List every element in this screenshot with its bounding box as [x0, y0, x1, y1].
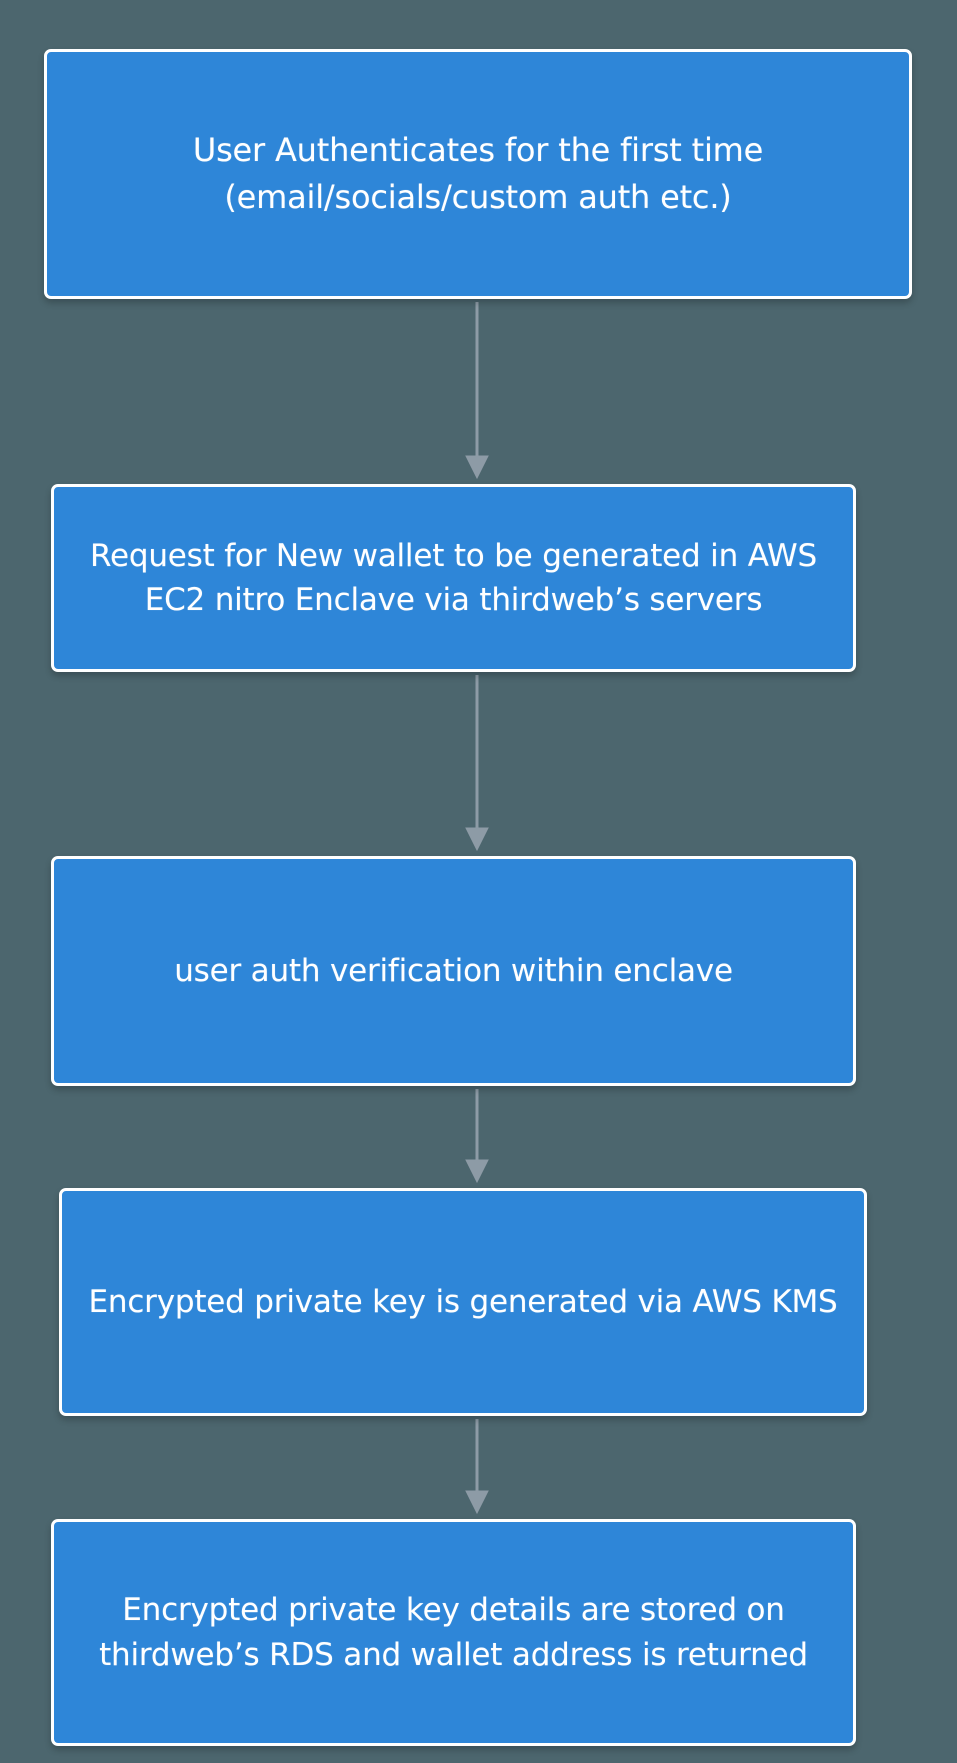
- edge-node1-to-node2: [465, 302, 489, 480]
- arrow-down-icon: [465, 827, 489, 852]
- flow-node-label: user auth verification within enclave: [174, 952, 733, 989]
- flow-node-key-stored-address-returned[interactable]: Encrypted private key details are stored…: [51, 1519, 856, 1746]
- flow-node-label: Request for New wallet to be generated i…: [90, 537, 817, 618]
- flow-node-label: Encrypted private key is generated via A…: [88, 1283, 838, 1320]
- arrow-down-icon: [465, 455, 489, 480]
- flow-node-request-new-wallet[interactable]: Request for New wallet to be generated i…: [51, 484, 856, 672]
- edge-node3-to-node4: [465, 1089, 489, 1184]
- flow-node-user-auth-verification[interactable]: user auth verification within enclave: [51, 856, 856, 1086]
- flow-node-label: Encrypted private key details are stored…: [99, 1592, 808, 1673]
- arrow-down-icon: [465, 1490, 489, 1515]
- edge-node4-to-node5: [465, 1419, 489, 1515]
- flow-node-user-authenticates[interactable]: User Authenticates for the first time (e…: [44, 49, 912, 299]
- flow-node-encrypted-key-generated[interactable]: Encrypted private key is generated via A…: [59, 1188, 867, 1416]
- flow-node-label: User Authenticates for the first time (e…: [192, 130, 764, 216]
- edge-node2-to-node3: [465, 675, 489, 852]
- arrow-down-icon: [465, 1159, 489, 1184]
